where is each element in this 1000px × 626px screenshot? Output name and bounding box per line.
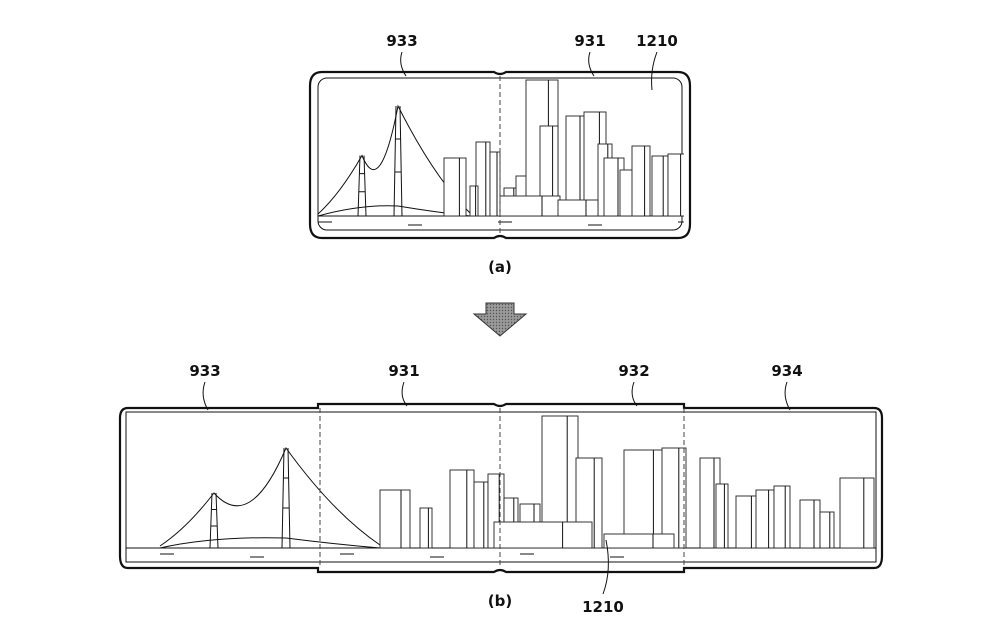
leader-line (202, 381, 209, 411)
bridge-cable (318, 104, 471, 215)
building (839, 477, 875, 549)
bridge-cable (159, 446, 381, 547)
label-931: 931 (388, 362, 419, 380)
leader-line (602, 539, 609, 595)
bridge-tower (393, 105, 403, 217)
bridge-tower (357, 155, 367, 217)
figure-a: 933 931 1210 (a) (308, 32, 692, 276)
building (443, 157, 467, 217)
building (819, 511, 835, 549)
display-area (125, 411, 877, 563)
building (661, 447, 687, 549)
building (651, 155, 669, 217)
building (715, 483, 729, 549)
leader-line (651, 51, 658, 91)
caption-b: (b) (488, 592, 512, 610)
building (469, 185, 479, 217)
leader-line (400, 51, 407, 77)
down-arrow-icon (472, 302, 528, 337)
building (499, 195, 561, 217)
bridge-deck (159, 537, 381, 549)
building (473, 481, 489, 549)
leader-line (401, 381, 408, 407)
building (493, 521, 593, 549)
building (735, 495, 759, 549)
label-933: 933 (386, 32, 417, 50)
building (557, 199, 599, 217)
city-skyline-image (126, 415, 876, 558)
building (419, 507, 433, 549)
building (623, 449, 667, 549)
figure-b: 933 931 932 934 (b) 1210 (118, 362, 884, 616)
label-931: 931 (574, 32, 605, 50)
building (379, 489, 411, 549)
building (667, 153, 684, 217)
building (799, 499, 821, 549)
label-934: 934 (771, 362, 802, 380)
caption-a: (a) (488, 258, 512, 276)
city-skyline-image (318, 79, 684, 226)
building (449, 469, 475, 549)
leader-line (631, 381, 638, 407)
building (773, 485, 791, 549)
building (603, 533, 675, 549)
label-1210: 1210 (582, 598, 624, 616)
building (489, 151, 501, 217)
bridge-tower (281, 447, 291, 549)
building (631, 145, 651, 217)
leader-line (784, 381, 791, 411)
bridge-tower (209, 492, 219, 549)
leader-line (588, 51, 595, 77)
label-933: 933 (189, 362, 220, 380)
label-932: 932 (618, 362, 649, 380)
building (755, 489, 775, 549)
label-1210: 1210 (636, 32, 678, 50)
